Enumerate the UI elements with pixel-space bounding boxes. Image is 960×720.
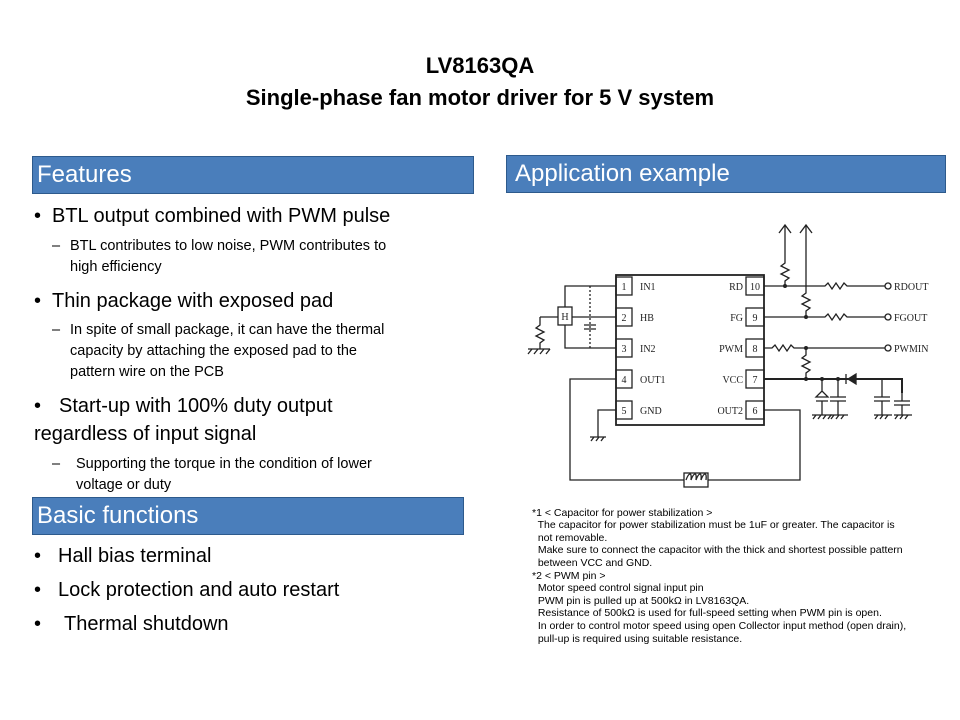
pin-number: 6 [753,406,758,417]
dash: – [52,322,61,338]
note-line: The capacitor for power stabilization mu… [532,519,895,532]
vcc-line [764,378,903,393]
coil-icon [685,473,707,481]
note-line: In order to control motor speed using op… [532,619,907,632]
pin-number: 2 [622,313,627,324]
note-line: pull-up is required using suitable resis… [532,632,743,645]
dash: – [52,456,61,472]
pin-name: OUT2 [717,406,743,417]
gnd-wire [597,409,616,437]
pin-name: PWM [719,344,743,355]
sub-line: In spite of small package, it can have t… [70,322,385,338]
diode-icon [846,372,857,386]
ground-icon [812,414,832,420]
sub-line: BTL contributes to low noise, PWM contri… [70,238,387,254]
sub-line: pattern wire on the PCB [70,364,224,380]
junction-dot [804,315,808,319]
bullet: • [34,205,42,227]
pin-number: 1 [622,282,627,293]
supply-capacitor [874,379,890,415]
application-notes: *1 < Capacitor for power stabilization >… [532,494,942,658]
note-line: PWM pin is pulled up at 500kΩ in LV8163Q… [532,594,750,607]
ground-icon [590,436,606,442]
pwmin-line [764,343,885,353]
pin-name: IN2 [640,344,656,355]
ground-icon [894,414,912,420]
feature-item-3-line: Start-up with 100% duty output [59,395,333,417]
rd-pullup-resistor [779,225,791,286]
sub-line: high efficiency [70,259,162,275]
fgout-line [764,312,885,322]
basic-item-3-text: Thermal shutdown [64,613,229,635]
pin-number: 4 [622,375,627,386]
supply-capacitor [894,393,910,415]
bullet: • [34,613,42,635]
hall-capacitor [584,324,596,330]
hall-bias-resistor [534,317,546,349]
pin-name: VCC [722,375,743,386]
pin-number: 3 [622,344,627,355]
note-line: *2 < PWM pin > [532,569,606,582]
rdout-terminal [884,282,892,290]
pwmin-terminal [884,344,892,352]
rdout-line [764,281,885,291]
basic-item-1-text: Hall bias terminal [58,545,212,567]
hall-wires [540,285,616,349]
pwm-pulldown-resistor [800,348,812,379]
feature-item-3-line: regardless of input signal [34,423,257,445]
note-line: Make sure to connect the capacitor with … [532,544,903,557]
pin-number: 5 [622,406,627,417]
features-heading: Features [32,156,474,194]
sub-line: capacity by attaching the exposed pad to… [70,343,357,359]
signal-rdout: RDOUT [894,282,928,293]
application-heading: Application example [506,155,946,193]
ground-icon [527,348,551,355]
bullet: • [34,290,42,312]
page-title: LV8163QA [425,53,535,78]
basic-functions-heading: Basic functions [32,497,464,535]
bullet: • [34,395,42,417]
pullup-arrow-icon [778,223,792,234]
basic-item-2-text: Lock protection and auto restart [58,579,340,601]
feature-item-2-text: Thin package with exposed pad [52,290,334,312]
pin-name: RD [729,282,743,293]
fg-pullup-resistor [800,225,812,317]
sub-line: Supporting the torque in the condition o… [76,456,372,472]
bullet: • [34,579,42,601]
vcc-capacitor [830,379,846,415]
ground-icon [874,414,892,420]
hall-label: H [561,312,568,323]
pin-name: IN1 [640,282,656,293]
pin-name: FG [730,313,743,324]
pin-name: HB [640,313,654,324]
page-subtitle: Single-phase fan motor driver for 5 V sy… [245,85,715,110]
note-line: *1 < Capacitor for power stabilization > [532,506,713,519]
ground-icon [830,414,848,420]
pin-number: 10 [750,282,760,293]
sub-line: voltage or duty [76,477,172,493]
junction-dot [804,346,808,350]
motor-coil-wires [569,378,801,481]
note-line: not removable. [532,531,608,544]
pin-name: GND [640,406,662,417]
signal-fgout: FGOUT [894,313,927,324]
note-line: between VCC and GND. [532,556,653,569]
note-line: Motor speed control signal input pin [532,582,704,595]
application-circuit-diagram: 1 IN1 2 HB 3 IN2 4 OUT1 5 GND 10 RD 9 FG… [527,223,928,488]
note-line: Resistance of 500kΩ is used for full-spe… [532,607,882,620]
bullet: • [34,545,42,567]
junction-dot [783,284,787,288]
pin-number: 9 [753,313,758,324]
fgout-terminal [884,313,892,321]
junction-dot [804,377,808,381]
feature-item-1-text: BTL output combined with PWM pulse [52,205,391,227]
pullup-arrow-icon [799,223,813,234]
zener-diode-icon [814,379,830,415]
pin-name: OUT1 [640,375,666,386]
signal-pwmin: PWMIN [894,344,928,355]
pin-number: 7 [753,375,758,386]
pin-number: 8 [753,344,758,355]
dash: – [52,238,61,254]
